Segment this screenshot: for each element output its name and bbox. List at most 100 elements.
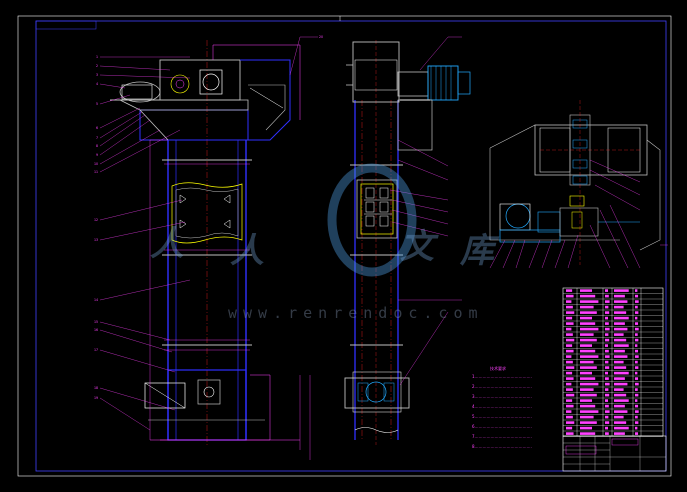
parts-cell-mark — [635, 349, 639, 353]
svg-text:6: 6 — [96, 126, 98, 130]
parts-cell-mark — [580, 289, 592, 292]
parts-cell-mark — [580, 322, 596, 325]
parts-cell-mark — [605, 311, 610, 314]
parts-cell-mark — [566, 327, 572, 331]
parts-cell-mark — [614, 327, 628, 331]
parts-cell-mark — [614, 393, 627, 397]
parts-cell-mark — [580, 432, 596, 435]
leader-lines-center — [389, 36, 462, 386]
parts-cell-mark — [580, 344, 592, 347]
parts-cell-mark — [566, 426, 573, 430]
watermark-char: 库 — [459, 231, 500, 271]
parts-cell-mark — [580, 355, 599, 358]
notes-line: 8.…………………………………… — [472, 444, 532, 449]
outer-border — [17, 15, 672, 477]
parts-cell-mark — [566, 388, 573, 391]
svg-text:10: 10 — [94, 162, 98, 166]
parts-cell-mark — [566, 360, 573, 364]
parts-cell-mark — [580, 382, 599, 386]
parts-cell-mark — [580, 415, 594, 419]
parts-cell-mark — [580, 371, 592, 375]
svg-text:18: 18 — [94, 386, 98, 390]
parts-cell-mark — [635, 432, 639, 435]
watermark-char: 人 — [150, 224, 184, 264]
parts-cell-mark — [605, 327, 610, 331]
parts-cell-mark — [580, 333, 594, 336]
notes-line: 7.…………………………………… — [472, 434, 532, 439]
parts-cell-mark — [635, 371, 638, 375]
parts-cell-mark — [635, 360, 638, 364]
parts-cell-mark — [580, 294, 596, 298]
parts-cell-mark — [605, 349, 609, 353]
parts-cell-mark — [635, 338, 639, 342]
parts-cell-mark — [635, 344, 638, 347]
parts-cell-mark — [635, 316, 638, 320]
front-view — [110, 40, 311, 460]
parts-cell-mark — [580, 388, 594, 391]
notes-line: 1.…………………………………… — [472, 374, 532, 379]
parts-cell-mark — [635, 300, 639, 303]
notes: 技术要求 1.…………………………………… 2.…………………………………… 3… — [472, 365, 532, 449]
parts-cell-mark — [605, 300, 610, 303]
parts-cell-mark — [635, 327, 639, 331]
parts-cell-mark — [635, 366, 639, 369]
parts-cell-mark — [635, 289, 638, 292]
svg-text:20: 20 — [319, 35, 323, 39]
watermark-char: 人 — [230, 231, 264, 271]
parts-cell-mark — [605, 316, 608, 320]
parts-cell-mark — [566, 349, 574, 353]
svg-text:8: 8 — [96, 144, 98, 148]
parts-cell-mark — [605, 426, 608, 430]
parts-cell-mark — [566, 300, 572, 303]
parts-cell-mark — [614, 432, 625, 435]
parts-cell-mark — [605, 289, 608, 292]
parts-cell-mark — [605, 393, 610, 397]
parts-cell-mark — [635, 388, 638, 391]
parts-cell-mark — [614, 410, 628, 413]
parts-cell-mark — [605, 305, 609, 309]
svg-text:1: 1 — [96, 55, 98, 59]
parts-cell-mark — [566, 393, 575, 397]
parts-cell-mark — [635, 382, 639, 386]
notes-line: 5.…………………………………… — [472, 414, 532, 419]
parts-cell-mark — [566, 377, 574, 380]
svg-text:15: 15 — [94, 320, 98, 324]
parts-cell-mark — [605, 388, 609, 391]
svg-text:14: 14 — [94, 298, 98, 302]
parts-cell-mark — [605, 371, 608, 375]
parts-cell-mark — [580, 410, 599, 413]
parts-cell-mark — [566, 399, 573, 402]
section-view — [489, 100, 661, 265]
parts-cell-mark — [580, 305, 594, 309]
parts-cell-mark — [614, 377, 625, 380]
parts-cell-mark — [635, 399, 638, 402]
parts-cell-mark — [566, 316, 573, 320]
parts-cell-mark — [614, 316, 629, 320]
parts-cell-mark — [580, 404, 596, 408]
parts-cell-mark — [605, 344, 608, 347]
parts-cell-mark — [635, 410, 639, 413]
parts-cell-mark — [635, 294, 639, 298]
parts-cell-mark — [605, 355, 610, 358]
parts-cell-mark — [605, 360, 609, 364]
parts-cell-mark — [614, 289, 629, 292]
parts-cell-mark — [614, 338, 627, 342]
parts-cell-mark — [614, 294, 625, 298]
watermark-logo-icon — [327, 163, 417, 277]
parts-cell-mark — [614, 371, 629, 375]
parts-cell-mark — [614, 399, 629, 402]
watermark-url: www.renrendoc.com — [228, 304, 484, 322]
parts-cell-mark — [566, 421, 575, 424]
notes-line: 2.…………………………………… — [472, 384, 532, 389]
parts-cell-mark — [635, 415, 638, 419]
parts-cell-mark — [614, 366, 627, 369]
parts-cell-mark — [635, 421, 639, 424]
parts-cell-mark — [605, 366, 610, 369]
parts-cell-mark — [566, 366, 575, 369]
parts-cell-mark — [635, 355, 639, 358]
parts-cell-mark — [605, 410, 610, 413]
parts-cell-mark — [635, 322, 639, 325]
parts-cell-mark — [635, 426, 638, 430]
parts-cell-mark — [635, 404, 639, 408]
